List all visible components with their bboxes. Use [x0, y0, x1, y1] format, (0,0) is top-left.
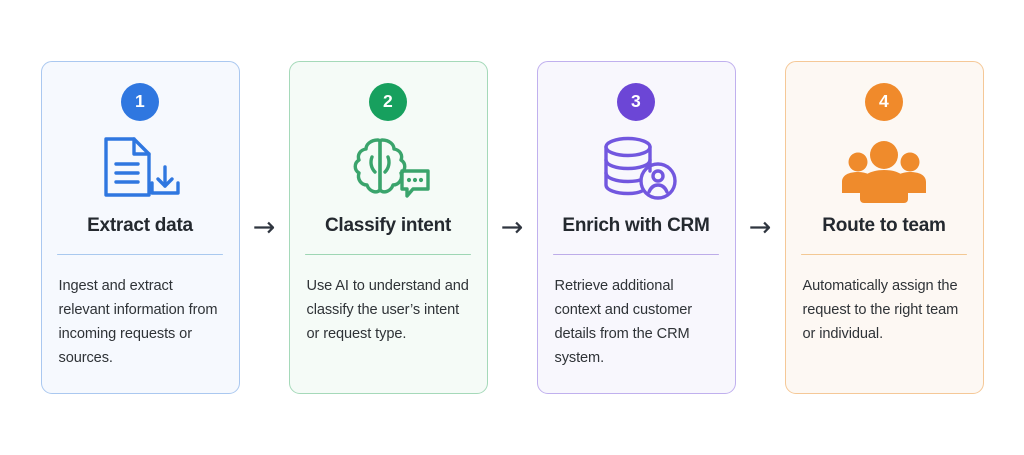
step-number-badge: 1	[121, 83, 159, 121]
step-title: Route to team	[822, 215, 946, 236]
step-number-badge: 4	[865, 83, 903, 121]
step-description: Ingest and extract relevant information …	[58, 278, 218, 367]
step-title: Extract data	[87, 215, 193, 236]
people-group-icon	[803, 127, 966, 213]
flow-arrow-icon: →	[252, 212, 276, 243]
document-download-icon	[59, 127, 222, 213]
step-description: Use AI to understand and classify the us…	[306, 278, 469, 343]
step-number-badge: 3	[617, 83, 655, 121]
brain-chat-icon	[307, 127, 470, 213]
step-divider	[305, 254, 471, 256]
step-title: Classify intent	[324, 215, 452, 236]
step-divider	[57, 254, 223, 256]
step-divider	[553, 254, 719, 256]
step-divider	[801, 254, 967, 256]
database-user-icon	[555, 127, 718, 213]
flow-arrow-icon: →	[748, 212, 772, 243]
step-title: Enrich with CRM	[562, 215, 710, 236]
step-description: Retrieve additional context and customer…	[554, 278, 693, 367]
step-number-badge: 2	[369, 83, 407, 121]
flow-arrow-icon: →	[500, 212, 524, 243]
step-description: Automatically assign the request to the …	[802, 278, 959, 343]
